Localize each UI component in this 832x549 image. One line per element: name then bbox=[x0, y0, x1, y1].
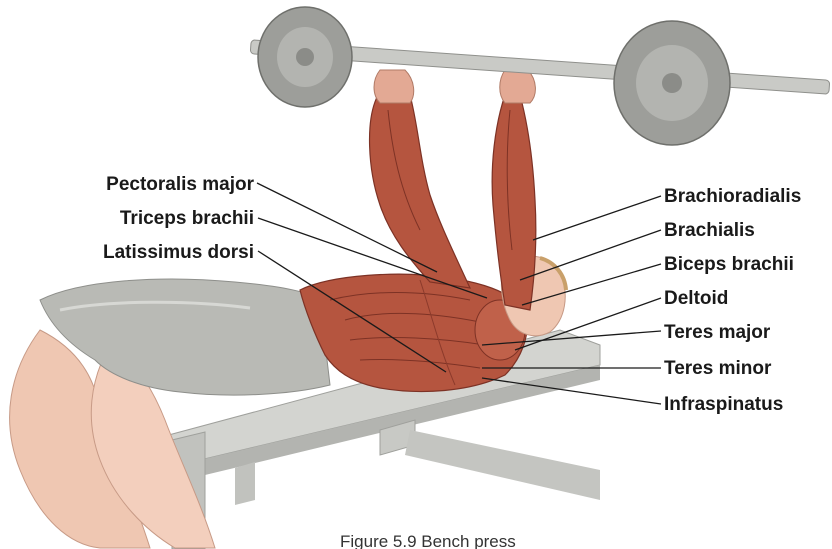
barbell-illustration bbox=[250, 7, 830, 145]
label-brachioradialis: Brachioradialis bbox=[664, 186, 801, 207]
figure-caption: Figure 5.9 Bench press bbox=[340, 532, 516, 549]
label-infraspinatus: Infraspinatus bbox=[664, 394, 783, 415]
label-brachialis: Brachialis bbox=[664, 220, 755, 241]
label-triceps-brachii: Triceps brachii bbox=[120, 208, 254, 229]
labels-left: Pectoralis major Triceps brachii Latissi… bbox=[103, 174, 255, 263]
label-pectoralis-major: Pectoralis major bbox=[106, 174, 254, 195]
label-teres-minor: Teres minor bbox=[664, 358, 772, 379]
label-deltoid: Deltoid bbox=[664, 288, 728, 309]
torso-illustration bbox=[300, 274, 527, 391]
label-biceps-brachii: Biceps brachii bbox=[664, 254, 794, 275]
label-teres-major: Teres major bbox=[664, 322, 771, 343]
label-latissimus-dorsi: Latissimus dorsi bbox=[103, 242, 254, 263]
labels-right: Brachioradialis Brachialis Biceps brachi… bbox=[664, 186, 801, 415]
